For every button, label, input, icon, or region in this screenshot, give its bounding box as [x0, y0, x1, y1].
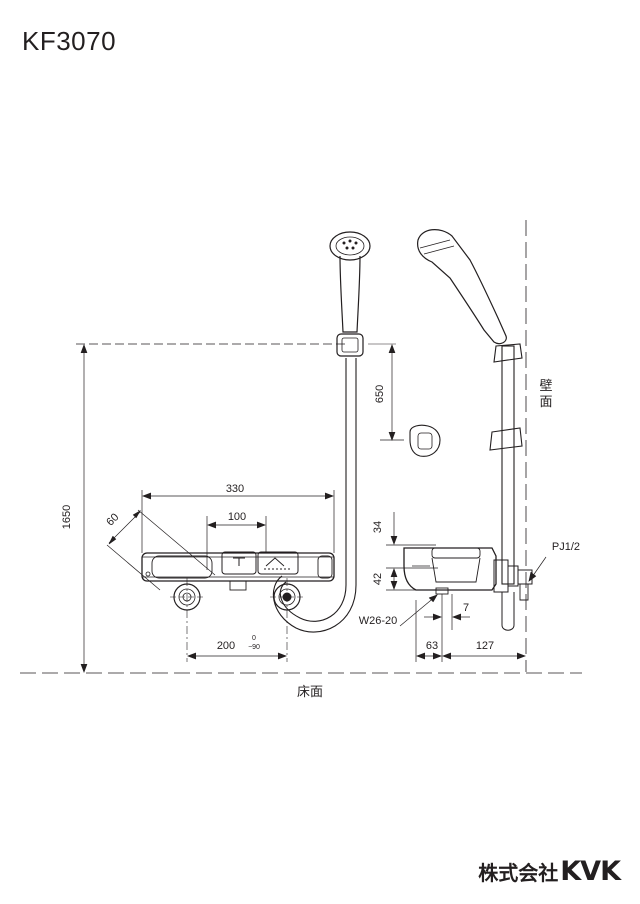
label-1650: 1650	[61, 505, 73, 529]
label-42: 42	[372, 573, 384, 585]
dimension-60-angle	[106, 509, 216, 591]
company-logo: 株式会社 KVK	[478, 856, 621, 887]
label-330: 330	[226, 483, 244, 495]
label-60: 60	[104, 511, 121, 528]
dimension-34	[386, 512, 436, 546]
dimension-100	[206, 516, 267, 570]
label-w26-20: W26-20	[359, 615, 398, 627]
front-shower-hose	[272, 358, 357, 633]
label-pj12: PJ1/2	[552, 541, 580, 553]
label-34: 34	[372, 521, 384, 533]
leader-w26	[399, 595, 437, 627]
dimension-330	[141, 490, 335, 553]
dimension-1650	[80, 344, 88, 673]
dimension-7	[424, 594, 470, 662]
label-wall-1: 壁	[539, 379, 552, 394]
front-shower-holder	[336, 333, 364, 357]
side-mixer-body	[403, 547, 533, 631]
label-200: 200	[217, 640, 235, 652]
front-shower-head	[329, 231, 371, 333]
label-127: 127	[476, 640, 494, 652]
label-floor: 床面	[297, 685, 323, 700]
label-63: 63	[426, 640, 438, 652]
dimension-200	[187, 652, 287, 660]
label-tol-lower: −90	[248, 644, 260, 651]
label-tol-upper: 0	[252, 635, 256, 642]
label-650: 650	[374, 385, 386, 403]
dimension-63-127	[415, 600, 526, 662]
label-wall-2: 面	[539, 395, 552, 410]
company-name: 株式会社	[478, 861, 559, 885]
dimension-42	[386, 567, 438, 591]
label-100: 100	[228, 511, 246, 523]
model-title: KF3070	[22, 26, 117, 56]
brand-name: KVK	[560, 856, 621, 887]
dimension-650	[380, 344, 404, 441]
side-shower-head	[417, 229, 507, 345]
front-mixer-body	[141, 551, 335, 591]
label-7: 7	[463, 602, 469, 614]
